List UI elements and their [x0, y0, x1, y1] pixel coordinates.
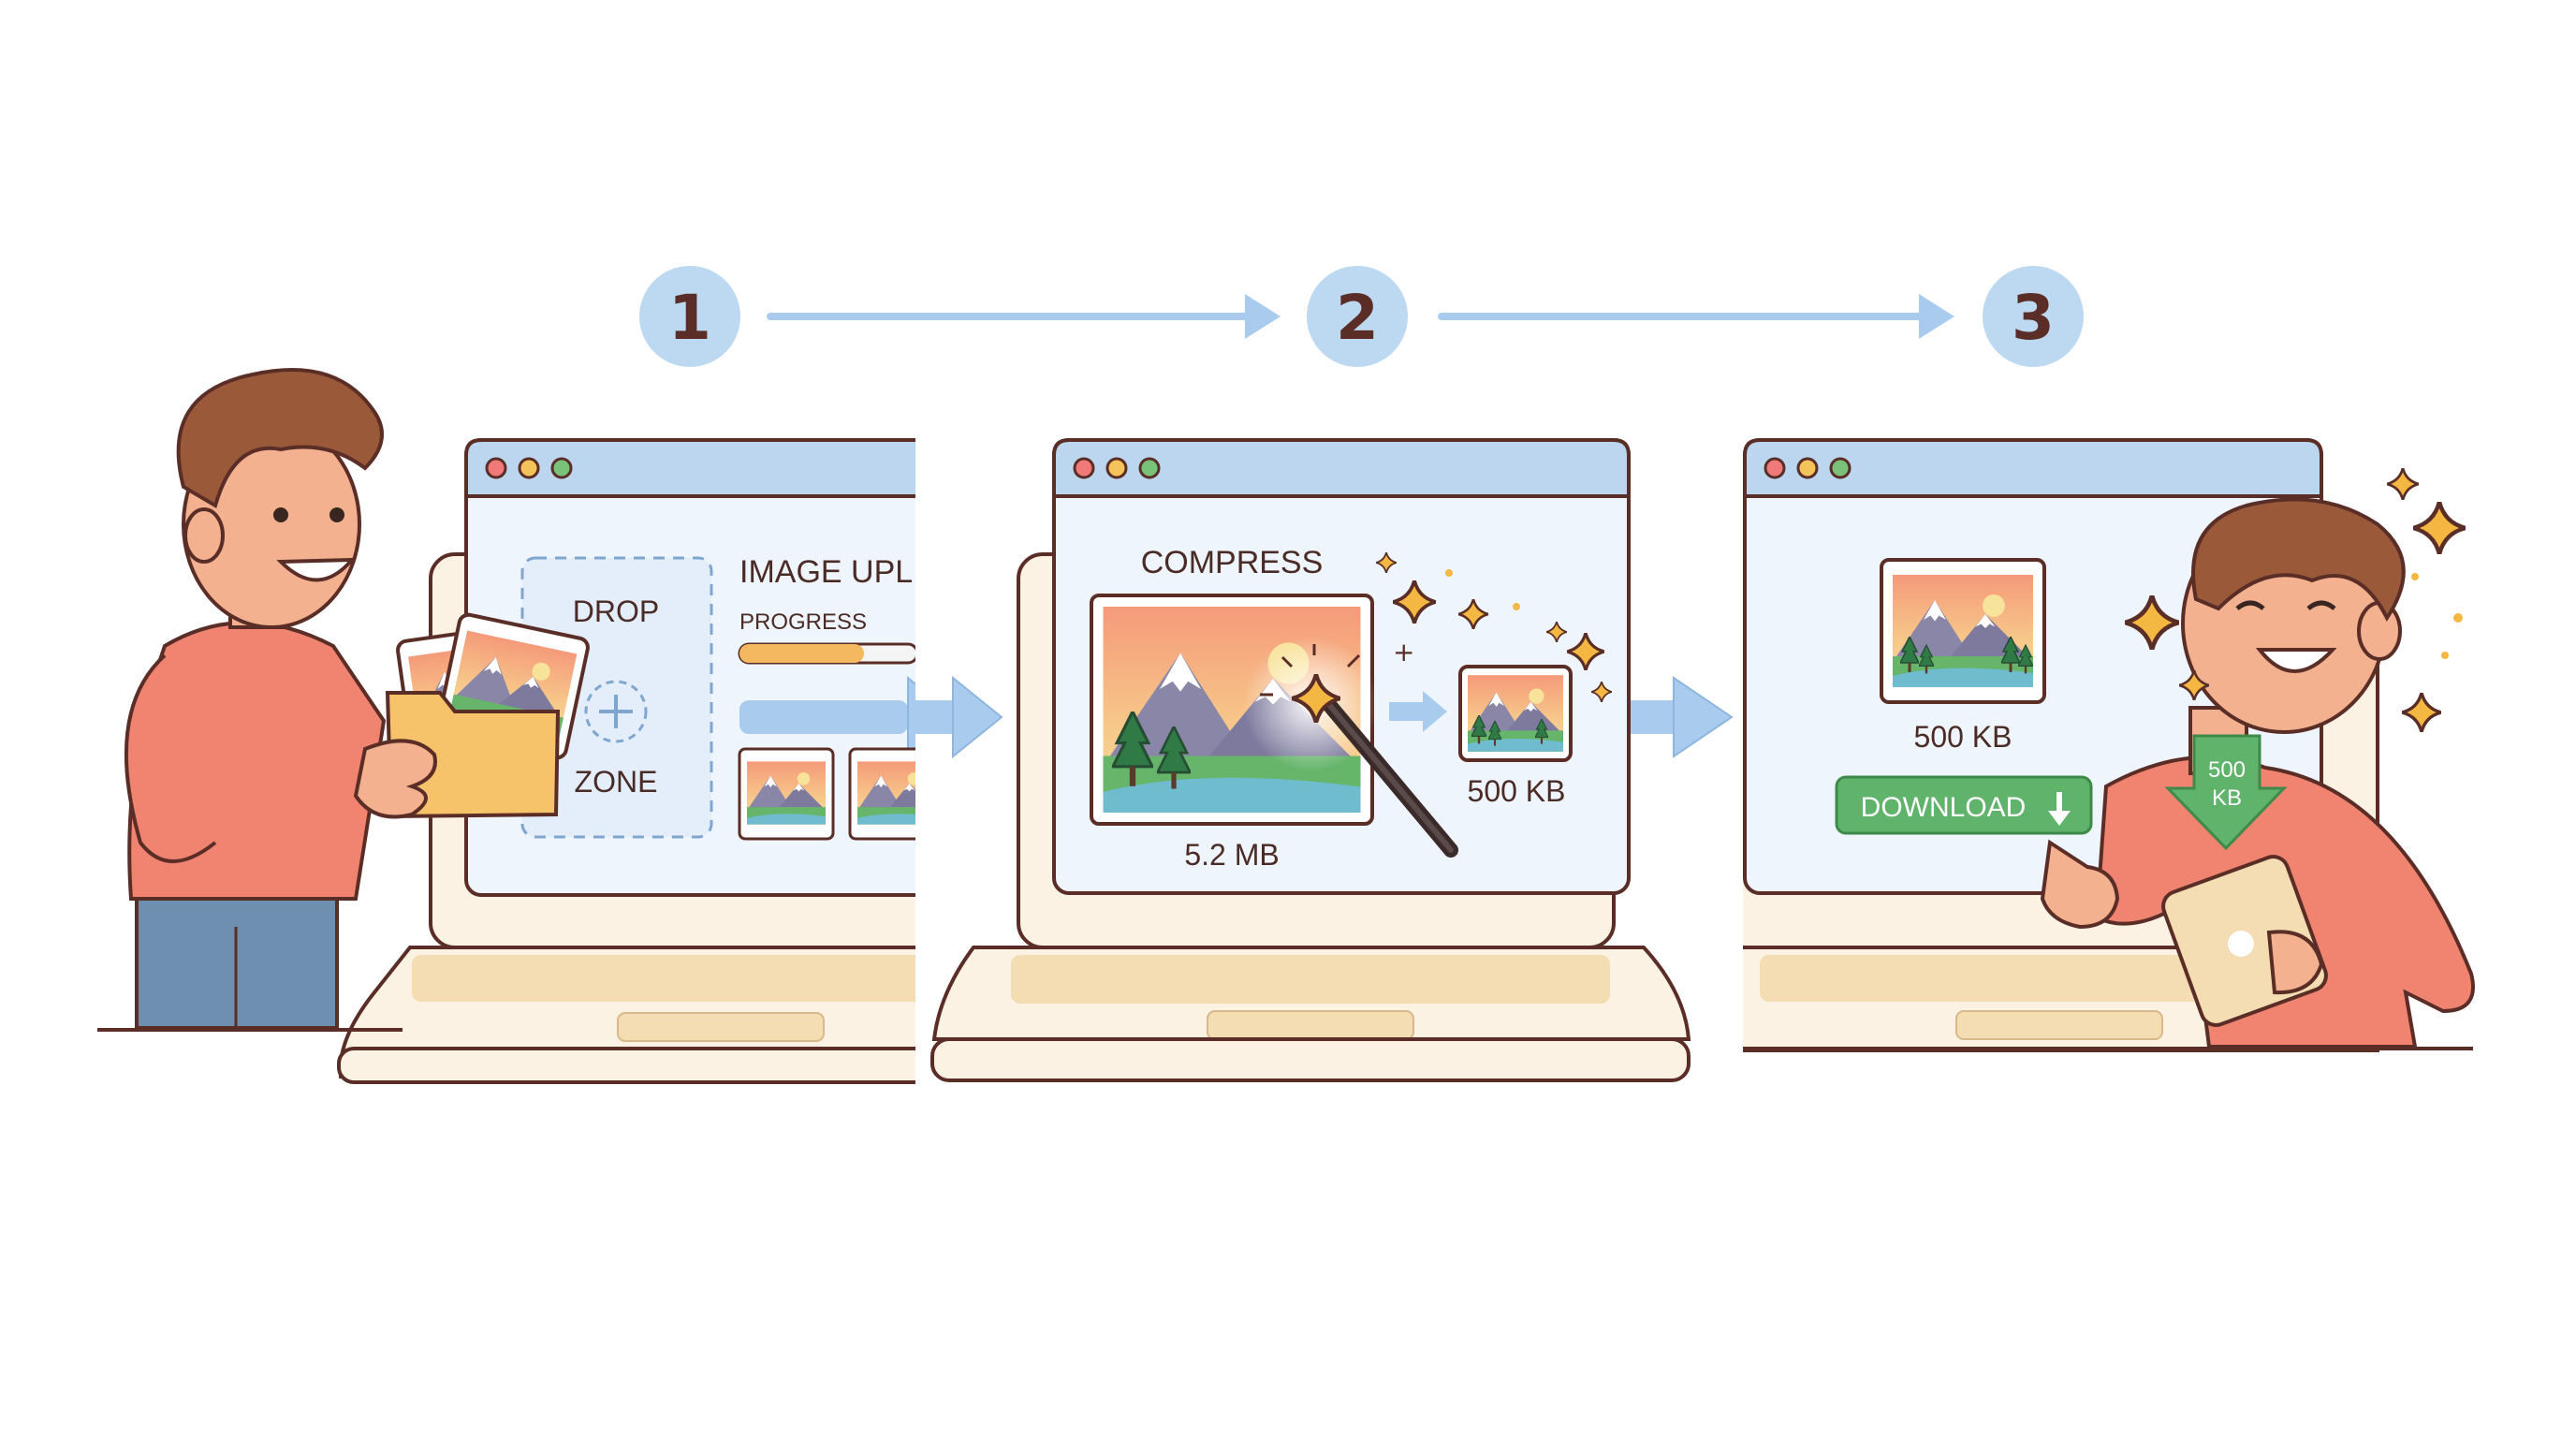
step-arrow-1-2 [767, 294, 1281, 339]
panel-compress: COMPRESS 5.2 MB [930, 438, 1691, 1082]
badge-line-2: KB [2212, 785, 2242, 811]
step-3-number: 3 [2012, 282, 2055, 354]
flow-arrow-1 [915, 675, 1003, 759]
download-button-label: DOWNLOAD [1861, 792, 2027, 823]
sparkle-icons: + [1376, 552, 1612, 702]
progress-fill [739, 644, 864, 663]
person-uploading [97, 368, 590, 1032]
drop-zone-label-bottom: ZONE [575, 765, 658, 799]
upload-arrow [739, 675, 915, 759]
uploaded-thumbnail[interactable] [738, 747, 835, 841]
compressed-size-label: 500 KB [1468, 774, 1566, 808]
progress-bar [738, 642, 915, 665]
download-size-badge: 500 KB [2164, 734, 2288, 851]
result-image [1880, 558, 2046, 704]
drop-zone-label-top: DROP [573, 594, 659, 628]
person-downloading: 500 KB [2040, 468, 2475, 1049]
uploaded-thumbnail[interactable] [848, 747, 944, 841]
svg-text:+: + [1393, 637, 1414, 668]
close-dot-icon[interactable] [1073, 457, 1095, 479]
step-arrow-2-3 [1438, 294, 1954, 339]
maximize-dot-icon[interactable] [1829, 457, 1852, 479]
maximize-dot-icon[interactable] [1138, 457, 1161, 479]
upload-title: IMAGE UPL [739, 554, 913, 590]
step-1-badge: 1 [639, 266, 740, 367]
compress-title: COMPRESS [1141, 545, 1324, 580]
magic-wand-icon [1243, 637, 1458, 858]
step-1-number: 1 [668, 282, 711, 354]
sparkle-icons [2125, 468, 2466, 732]
folder-icon [385, 612, 590, 819]
result-size-label: 500 KB [1914, 720, 2012, 754]
minimize-dot-icon[interactable] [1796, 457, 1819, 479]
step-2-badge: 2 [1307, 266, 1408, 367]
maximize-dot-icon[interactable] [550, 457, 573, 479]
step-2-number: 2 [1336, 282, 1379, 354]
step-indicators: 1 2 3 [639, 266, 2084, 367]
download-button[interactable]: DOWNLOAD [1835, 775, 2093, 835]
flow-arrow-2 [1631, 676, 1734, 758]
add-file-icon[interactable] [584, 680, 648, 743]
close-dot-icon[interactable] [485, 457, 507, 479]
drop-zone[interactable]: DROP ZONE [520, 556, 713, 839]
arrow-down-icon [2048, 792, 2071, 826]
step-3-badge: 3 [1983, 266, 2084, 367]
minimize-dot-icon[interactable] [518, 457, 540, 479]
close-dot-icon[interactable] [1764, 457, 1786, 479]
compressed-image [1458, 665, 1573, 762]
badge-line-1: 500 [2208, 757, 2246, 783]
panel-upload: DROP ZONE IMAGE UPL PROGRESS [337, 438, 944, 1084]
original-size-label: 5.2 MB [1184, 838, 1279, 872]
progress-label: PROGRESS [739, 609, 867, 635]
compress-arrow [1389, 691, 1447, 732]
minimize-dot-icon[interactable] [1105, 457, 1128, 479]
